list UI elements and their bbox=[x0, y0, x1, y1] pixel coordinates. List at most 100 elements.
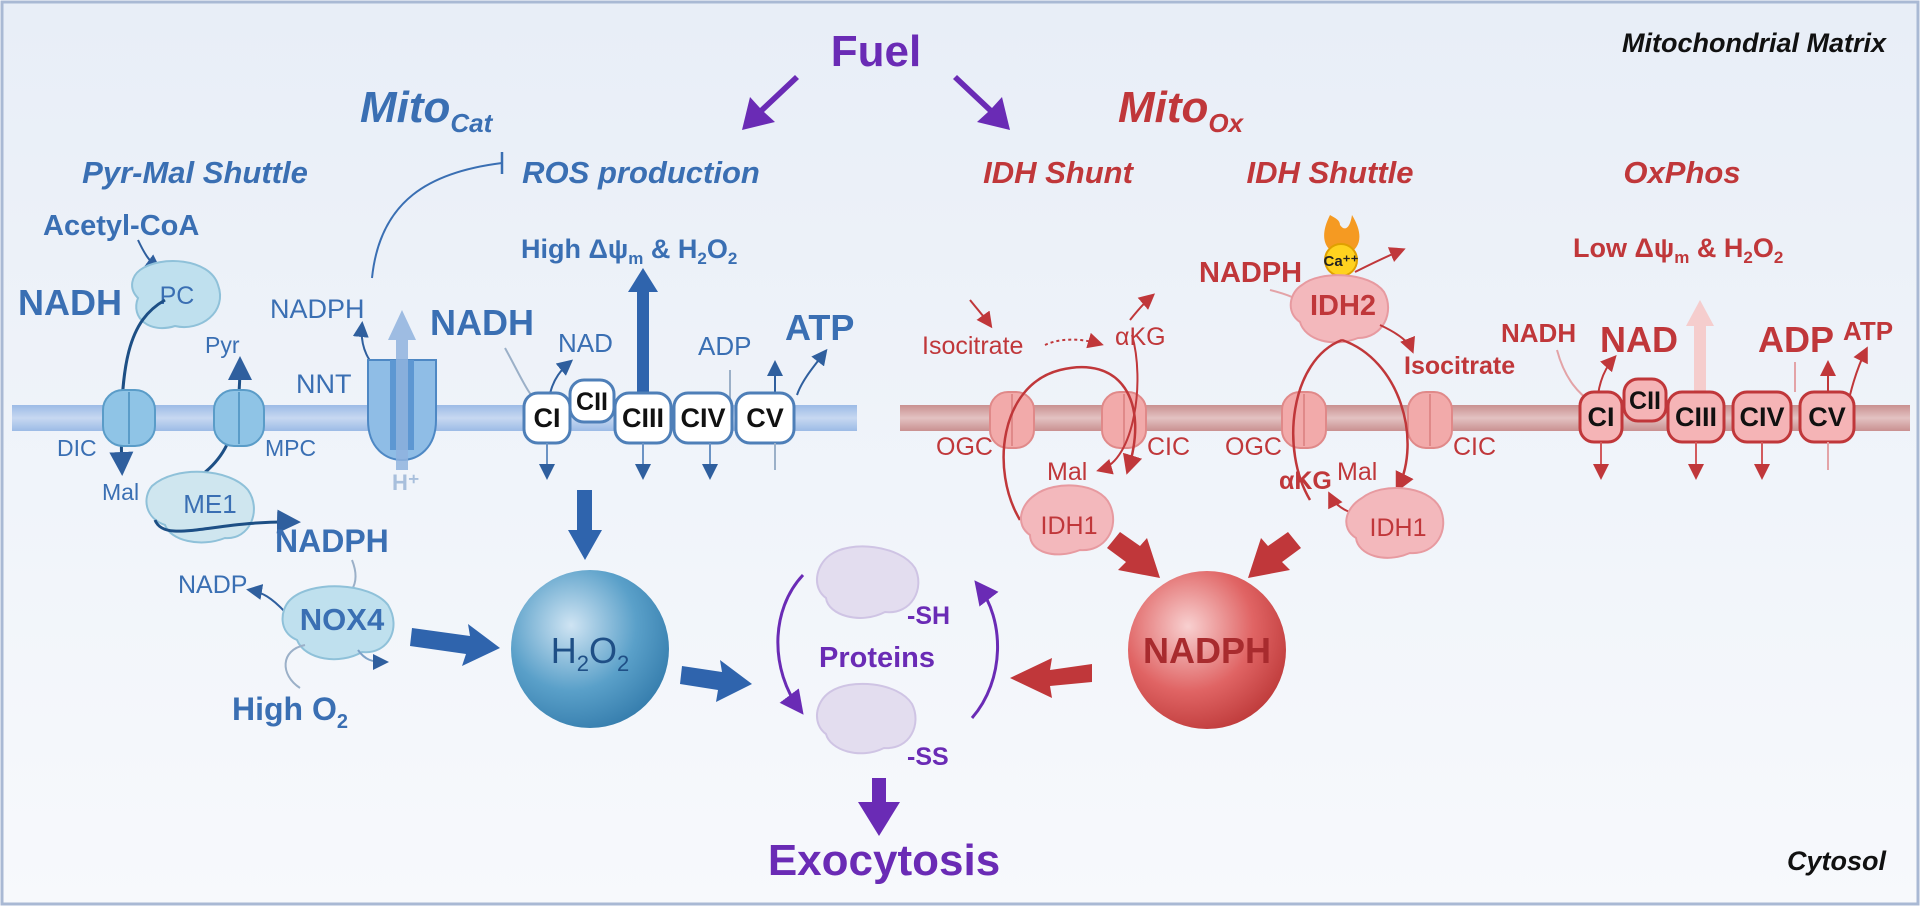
etc-red-nad: NAD bbox=[1600, 319, 1678, 360]
low-dpsi-sub1: 2 bbox=[1743, 248, 1752, 267]
h2o2-sub1: 2 bbox=[577, 651, 589, 676]
complex-red-cv-label: CV bbox=[1808, 402, 1846, 432]
high-dpsi-a: High Δψ bbox=[521, 234, 628, 264]
dic-label: DIC bbox=[57, 435, 97, 461]
mitocat-sub: Cat bbox=[450, 108, 493, 138]
nox4-output-arrow bbox=[357, 649, 389, 670]
nadph-me1-label: NADPH bbox=[275, 523, 389, 559]
high-dpsi-b: & H bbox=[643, 234, 697, 264]
fuel-label: Fuel bbox=[831, 27, 921, 76]
ros-production-title: ROS production bbox=[522, 155, 760, 190]
h-plus-label: H⁺ bbox=[392, 470, 420, 495]
complex-red-cii-label: CII bbox=[1629, 387, 1661, 415]
complex-blue-ci-label: CI bbox=[534, 403, 561, 433]
h-plus-arrow bbox=[388, 310, 416, 470]
oxphos-title: OxPhos bbox=[1623, 155, 1740, 190]
complex-blue-cii bbox=[568, 378, 616, 424]
low-dpsi-sub2: 2 bbox=[1774, 248, 1783, 267]
pc-enzyme bbox=[131, 260, 221, 329]
etc-blue-complexes: CI CII CIII CIV CV bbox=[522, 378, 796, 445]
complex-blue-civ bbox=[672, 391, 734, 445]
protein-sh-label: -SH bbox=[907, 602, 950, 630]
shuttle-isocitrate-label: Isocitrate bbox=[1404, 352, 1515, 380]
high-o2-label: High O2 bbox=[232, 691, 348, 733]
nadph-to-proteins-arrow bbox=[1010, 658, 1092, 698]
shunt-idh1-label: IDH1 bbox=[1041, 512, 1098, 540]
exocytosis-label: Exocytosis bbox=[768, 836, 1000, 885]
shunt-isocitrate-to-akg bbox=[1044, 332, 1104, 349]
complex-blue-cv-label: CV bbox=[746, 403, 784, 433]
matrix-label: Mitochondrial Matrix bbox=[1622, 28, 1887, 58]
shuttle-idh1-enzyme bbox=[1345, 486, 1445, 559]
protein-ss-label: -SS bbox=[907, 743, 949, 771]
mitoox-label: MitoOx bbox=[1118, 83, 1245, 138]
reduction-cycle-arrow bbox=[776, 573, 805, 715]
shunt-idh1-enzyme bbox=[1020, 484, 1115, 556]
oxidation-cycle-arrow bbox=[970, 580, 1000, 719]
h2o2-h: H bbox=[551, 630, 577, 671]
high-dpsi-sub2: 2 bbox=[728, 249, 737, 268]
shuttle-nadph-label: NADPH bbox=[1199, 257, 1302, 289]
etc-blue-high-dpsi: High Δψm & H2O2 bbox=[521, 234, 737, 268]
inhibit-line bbox=[371, 162, 503, 279]
proteins-label: Proteins bbox=[819, 642, 935, 674]
complex-red-civ-label: CIV bbox=[1739, 402, 1784, 432]
shuttle-idh1-label: IDH1 bbox=[1370, 514, 1427, 542]
mal-label: Mal bbox=[102, 479, 139, 505]
me1-label: ME1 bbox=[183, 489, 236, 519]
h2o2-sub2: 2 bbox=[617, 651, 629, 676]
pc-label: PC bbox=[160, 282, 195, 310]
etc-blue-adp: ADP bbox=[698, 331, 751, 361]
h2o2-sphere bbox=[511, 570, 669, 728]
etc-red-adp: ADP bbox=[1758, 319, 1834, 360]
mitocat-base: Mito bbox=[360, 83, 450, 132]
nadp-label: NADP bbox=[178, 571, 247, 599]
shuttle-mal-label: Mal bbox=[1337, 458, 1377, 486]
etc-blue-atp-arrow bbox=[796, 348, 828, 396]
etc-red-atp-arrow bbox=[1849, 346, 1868, 396]
low-dpsi-o: O bbox=[1753, 233, 1774, 263]
high-o2-text: High O bbox=[232, 691, 337, 727]
ca-label: Ca⁺⁺ bbox=[1323, 253, 1358, 270]
nox4-to-h2o2-arrow bbox=[410, 624, 500, 666]
complex-red-ci-label: CI bbox=[1588, 402, 1615, 432]
shunt-akg-down-arrow bbox=[1096, 334, 1139, 475]
fuel-arrow-left bbox=[742, 75, 799, 130]
nox4-label: NOX4 bbox=[300, 602, 385, 637]
complex-blue-ciii-label: CIII bbox=[622, 403, 664, 433]
shuttle-to-nadph-arrow bbox=[1248, 532, 1301, 578]
idh-shunt-title: IDH Shunt bbox=[983, 155, 1134, 190]
nox4-enzyme bbox=[281, 585, 395, 661]
etc-red-nadh: NADH bbox=[1501, 318, 1576, 348]
shuttle-cycle-left bbox=[1292, 338, 1343, 501]
low-dpsi-b: & H bbox=[1689, 233, 1743, 263]
complex-blue-cii-label: CII bbox=[576, 388, 608, 416]
o2-to-nox4-line bbox=[284, 644, 306, 689]
fuel-arrow-right bbox=[953, 75, 1010, 130]
complex-red-ciii-label: CIII bbox=[1675, 402, 1717, 432]
shunt-to-nadph-arrow bbox=[1107, 532, 1160, 578]
shunt-akg-label: αKG bbox=[1115, 323, 1166, 351]
pyr-label: Pyr bbox=[205, 332, 240, 358]
nadh-left-label: NADH bbox=[18, 282, 122, 323]
mitoox-base: Mito bbox=[1118, 83, 1208, 132]
shuttle-akg-label: αKG bbox=[1279, 467, 1332, 495]
mal-to-me1-arrow bbox=[153, 509, 301, 534]
shunt-mal-label: Mal bbox=[1047, 458, 1087, 486]
protein-ss bbox=[816, 682, 917, 755]
acetyl-coa-label: Acetyl-CoA bbox=[43, 210, 199, 242]
shuttle-cic-label: CIC bbox=[1453, 433, 1496, 461]
protein-sh bbox=[816, 545, 920, 619]
nox4-to-nadp-arrow bbox=[246, 584, 286, 613]
shuttle-cycle-right bbox=[1341, 338, 1414, 493]
complex-red-cii bbox=[1622, 377, 1668, 423]
shuttle-idh2-out-arrow bbox=[1354, 247, 1406, 273]
high-dpsi-o: O bbox=[707, 234, 728, 264]
shunt-isocitrate-in-arrow bbox=[969, 299, 993, 329]
nnt-label: NNT bbox=[296, 369, 352, 399]
shunt-cycle-arrow bbox=[1002, 365, 1143, 521]
shunt-cic-label: CIC bbox=[1147, 433, 1190, 461]
cytosol-label: Cytosol bbox=[1787, 846, 1887, 876]
